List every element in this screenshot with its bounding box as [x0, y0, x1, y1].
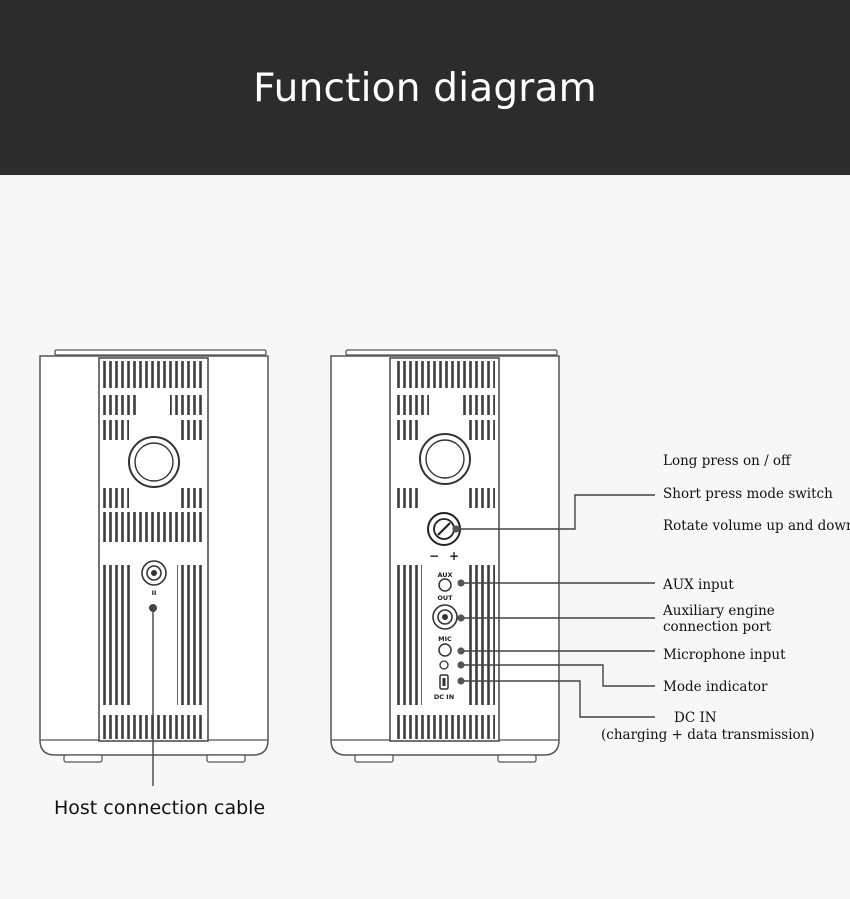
label-host-connection-cable: Host connection cable — [54, 797, 266, 819]
label-microphone-input: Microphone input — [663, 647, 786, 663]
label-long-press: Long press on / off — [663, 453, 791, 469]
callout-dots — [452, 525, 465, 685]
header-banner: Function diagram — [0, 0, 850, 175]
knob-minus: − — [429, 549, 439, 563]
label-aux-engine-line2: connection port — [663, 619, 772, 635]
dc-in-port-label: DC IN — [434, 693, 454, 701]
aux-port-label: AUX — [437, 571, 452, 579]
left-speaker: II — [39, 349, 269, 786]
label-rotate-volume: Rotate volume up and down — [663, 518, 850, 534]
page-title: Function diagram — [253, 66, 597, 111]
label-aux-input: AUX input — [663, 577, 734, 593]
out-port-label: OUT — [437, 594, 453, 602]
label-short-press: Short press mode switch — [663, 486, 833, 502]
port-mark: II — [152, 589, 157, 597]
label-dc-in-sub: (charging + data transmission) — [601, 727, 815, 743]
right-speaker: − + AUX OUT MIC DC IN — [330, 349, 560, 763]
label-mode-indicator: Mode indicator — [663, 679, 768, 695]
mic-port-label: MIC — [438, 635, 452, 643]
callout-lines — [456, 494, 655, 718]
knob-plus: + — [449, 549, 459, 563]
label-aux-engine-line1: Auxiliary engine — [663, 603, 775, 619]
label-dc-in: DC IN — [674, 710, 717, 726]
